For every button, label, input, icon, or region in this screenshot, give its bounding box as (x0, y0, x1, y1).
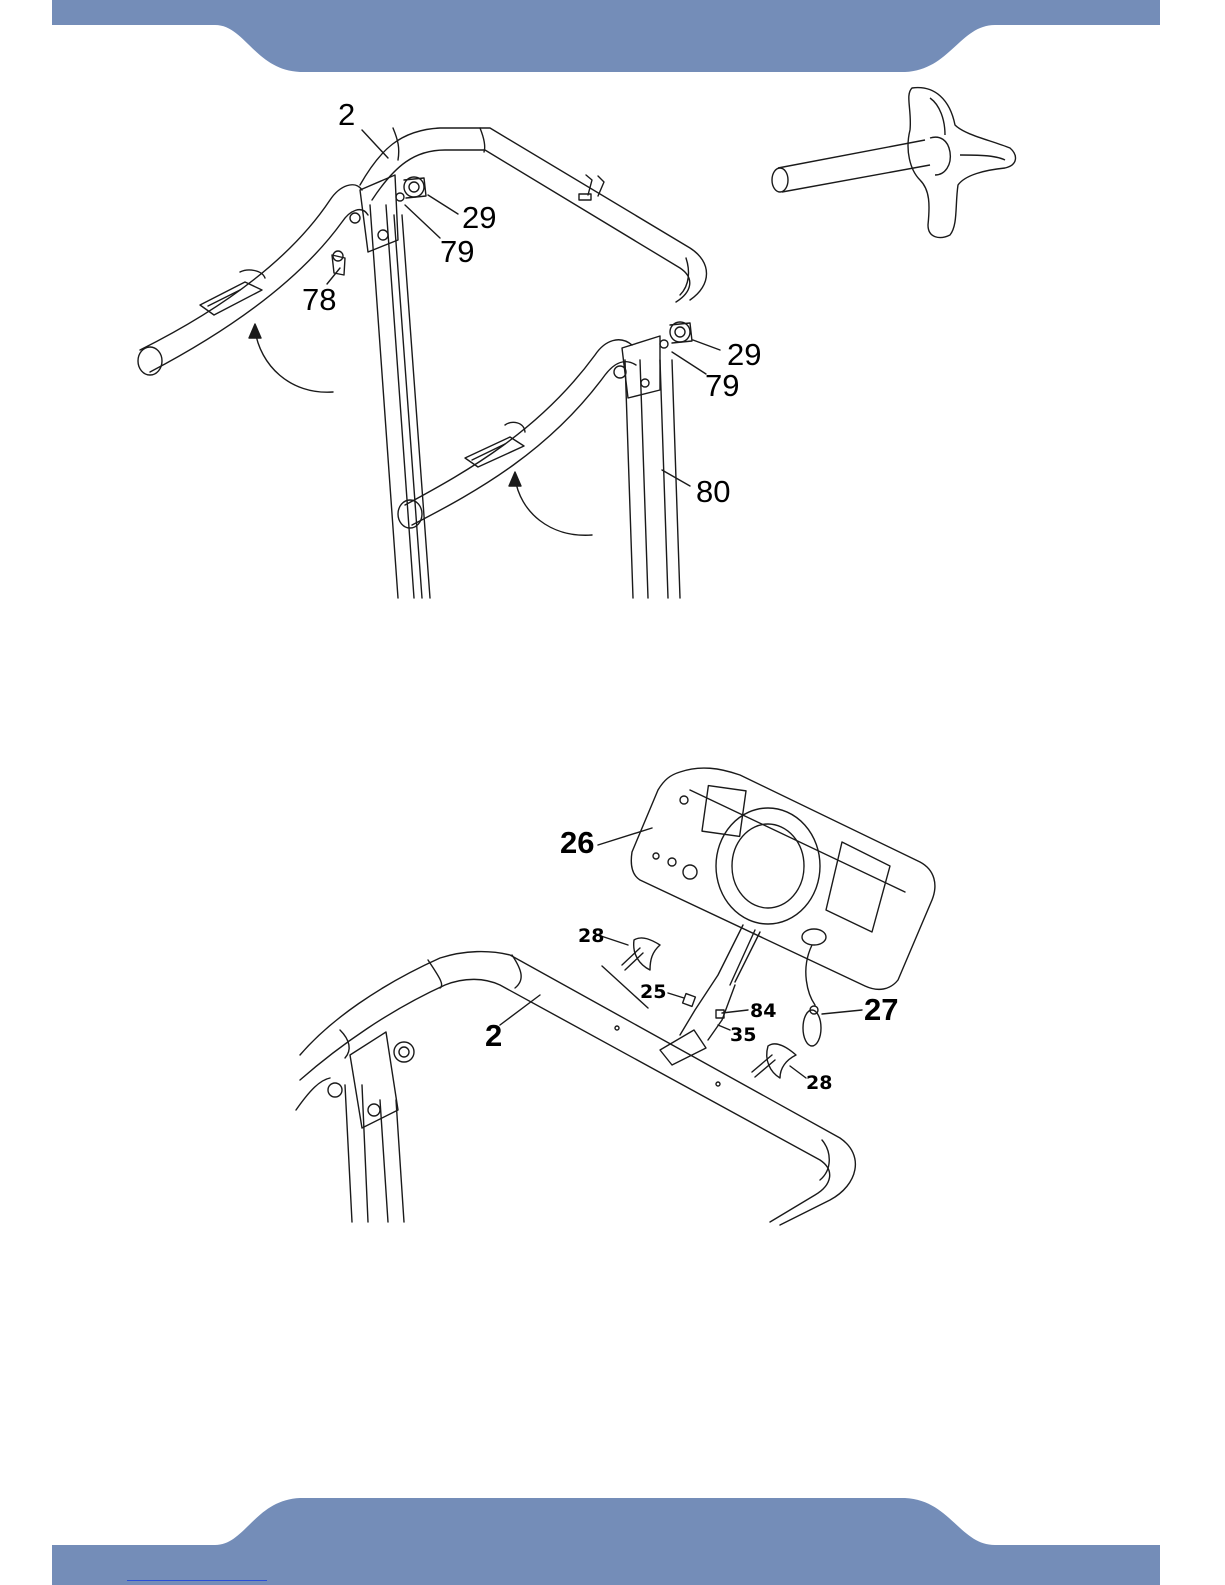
label-part-28-upper: 28 (578, 925, 604, 947)
label-part-84: 84 (750, 1000, 776, 1022)
label-part-27: 27 (864, 992, 898, 1027)
label-part-79-upper: 79 (440, 234, 474, 269)
label-part-80: 80 (696, 474, 730, 509)
label-part-2-bottom: 2 (485, 1018, 502, 1053)
footer-link-underline[interactable] (127, 1580, 267, 1581)
label-part-29-upper: 29 (462, 200, 496, 235)
label-part-79-lower: 79 (705, 368, 739, 403)
label-part-2-top: 2 (338, 97, 355, 132)
label-part-29-lower: 29 (727, 337, 761, 372)
label-part-26: 26 (560, 825, 594, 860)
label-part-35: 35 (730, 1024, 756, 1046)
label-part-28-lower: 28 (806, 1072, 832, 1094)
label-part-78: 78 (302, 282, 336, 317)
label-part-25: 25 (640, 981, 666, 1003)
